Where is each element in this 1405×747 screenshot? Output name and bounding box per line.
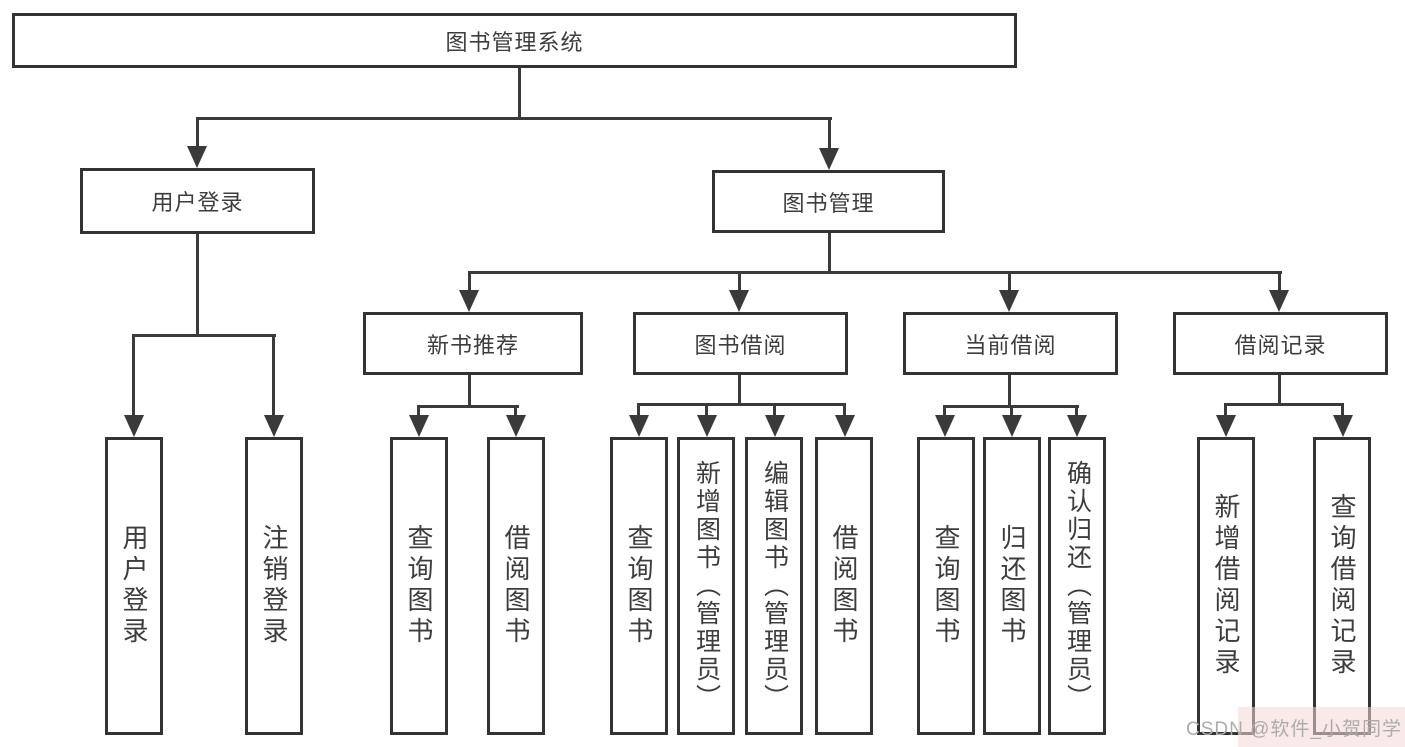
connector-line <box>738 375 741 405</box>
connector-line <box>705 405 708 415</box>
connector-line <box>132 334 276 337</box>
connector-line <box>196 117 832 120</box>
connector-line <box>417 405 519 408</box>
leaf-label: 确认归还（管理员） <box>1063 460 1092 712</box>
node-label: 图书借阅 <box>694 332 787 358</box>
connector-line <box>468 272 471 290</box>
connector-line <box>196 118 199 148</box>
leaf-add-books-admin: 新增图书（管理员） <box>677 437 735 735</box>
arrow-down-icon <box>765 415 785 437</box>
connector-line <box>1278 272 1281 290</box>
leaf-label: 借阅图书 <box>501 524 531 648</box>
connector-line <box>1075 407 1078 415</box>
arrow-down-icon <box>1067 415 1087 437</box>
arrow-down-icon <box>697 415 717 437</box>
arrow-down-icon <box>729 290 749 312</box>
connector-line <box>1278 375 1281 405</box>
leaf-return-books: 归还图书 <box>983 437 1041 735</box>
leaf-user-login: 用户登录 <box>105 437 163 735</box>
node-label: 当前借阅 <box>964 332 1057 358</box>
connector-line <box>417 407 420 415</box>
node-new-book-recommend: 新书推荐 <box>363 312 583 375</box>
watermark: CSDN @软件_小贺同学 <box>1186 719 1402 740</box>
arrow-down-icon <box>409 415 429 437</box>
node-label: 新书推荐 <box>426 332 519 358</box>
arrow-down-icon <box>999 290 1019 312</box>
connector-line <box>943 407 946 415</box>
connector-line <box>468 271 1282 274</box>
node-label: 借阅记录 <box>1234 332 1327 358</box>
arrow-down-icon <box>935 415 955 437</box>
watermark-background <box>1238 707 1405 747</box>
arrow-down-icon <box>1333 415 1353 437</box>
leaf-label: 新增图书（管理员） <box>692 460 721 712</box>
leaf-confirm-return-admin: 确认归还（管理员） <box>1048 437 1106 735</box>
node-book-borrow: 图书借阅 <box>633 312 848 375</box>
leaf-add-borrow-record: 新增借阅记录 <box>1197 437 1255 735</box>
arrow-down-icon <box>459 290 479 312</box>
connector-line <box>272 336 275 415</box>
leaf-query-borrow-record: 查询借阅记录 <box>1313 437 1371 735</box>
connector-line <box>1008 272 1011 290</box>
node-root: 图书管理系统 <box>12 13 1017 68</box>
leaf-label: 借阅图书 <box>829 524 859 648</box>
node-label: 图书管理 <box>782 190 875 216</box>
leaf-logout: 注销登录 <box>245 437 303 735</box>
leaf-label: 查询借阅记录 <box>1327 493 1357 679</box>
node-borrow-records: 借阅记录 <box>1173 312 1388 375</box>
arrow-down-icon <box>819 148 839 170</box>
connector-line <box>132 336 135 415</box>
leaf-label: 用户登录 <box>119 524 149 648</box>
connector-line <box>943 405 1079 408</box>
leaf-query-books: 查询图书 <box>610 437 668 735</box>
connector-line <box>738 272 741 290</box>
connector-line <box>637 405 640 415</box>
leaf-label: 查询图书 <box>624 524 654 648</box>
connector-line <box>828 233 831 273</box>
arrow-down-icon <box>187 146 207 168</box>
connector-line <box>828 118 831 150</box>
leaf-label: 归还图书 <box>997 524 1027 648</box>
leaf-label: 注销登录 <box>259 524 289 648</box>
connector-line <box>468 375 471 407</box>
node-current-borrow: 当前借阅 <box>903 312 1118 375</box>
leaf-label: 新增借阅记录 <box>1211 493 1241 679</box>
connector-line <box>514 407 517 415</box>
leaf-borrow-books: 借阅图书 <box>815 437 873 735</box>
connector-line <box>1010 407 1013 415</box>
leaf-query-books: 查询图书 <box>390 437 448 735</box>
node-root-label: 图书管理系统 <box>445 29 584 55</box>
connector-line <box>1008 375 1011 407</box>
arrow-down-icon <box>629 415 649 437</box>
arrow-down-icon <box>264 415 284 437</box>
connector-line <box>1224 405 1227 415</box>
arrow-down-icon <box>124 415 144 437</box>
node-label: 用户登录 <box>151 190 244 215</box>
node-user-login: 用户登录 <box>80 168 315 234</box>
arrow-down-icon <box>506 415 526 437</box>
leaf-borrow-books: 借阅图书 <box>487 437 545 735</box>
arrow-down-icon <box>1216 415 1236 437</box>
leaf-edit-books-admin: 编辑图书（管理员） <box>745 437 803 735</box>
leaf-label: 编辑图书（管理员） <box>760 460 789 712</box>
connector-line <box>637 403 846 406</box>
connector-line <box>518 68 521 118</box>
connector-line <box>1224 403 1344 406</box>
connector-line <box>196 234 199 336</box>
arrow-down-icon <box>1269 290 1289 312</box>
arrow-down-icon <box>835 415 855 437</box>
node-book-management: 图书管理 <box>712 170 945 233</box>
connector-line <box>773 405 776 415</box>
leaf-label: 查询图书 <box>931 524 961 648</box>
leaf-label: 查询图书 <box>404 524 434 648</box>
arrow-down-icon <box>1002 415 1022 437</box>
connector-line <box>1341 405 1344 415</box>
connector-line <box>843 405 846 415</box>
leaf-query-books: 查询图书 <box>917 437 975 735</box>
